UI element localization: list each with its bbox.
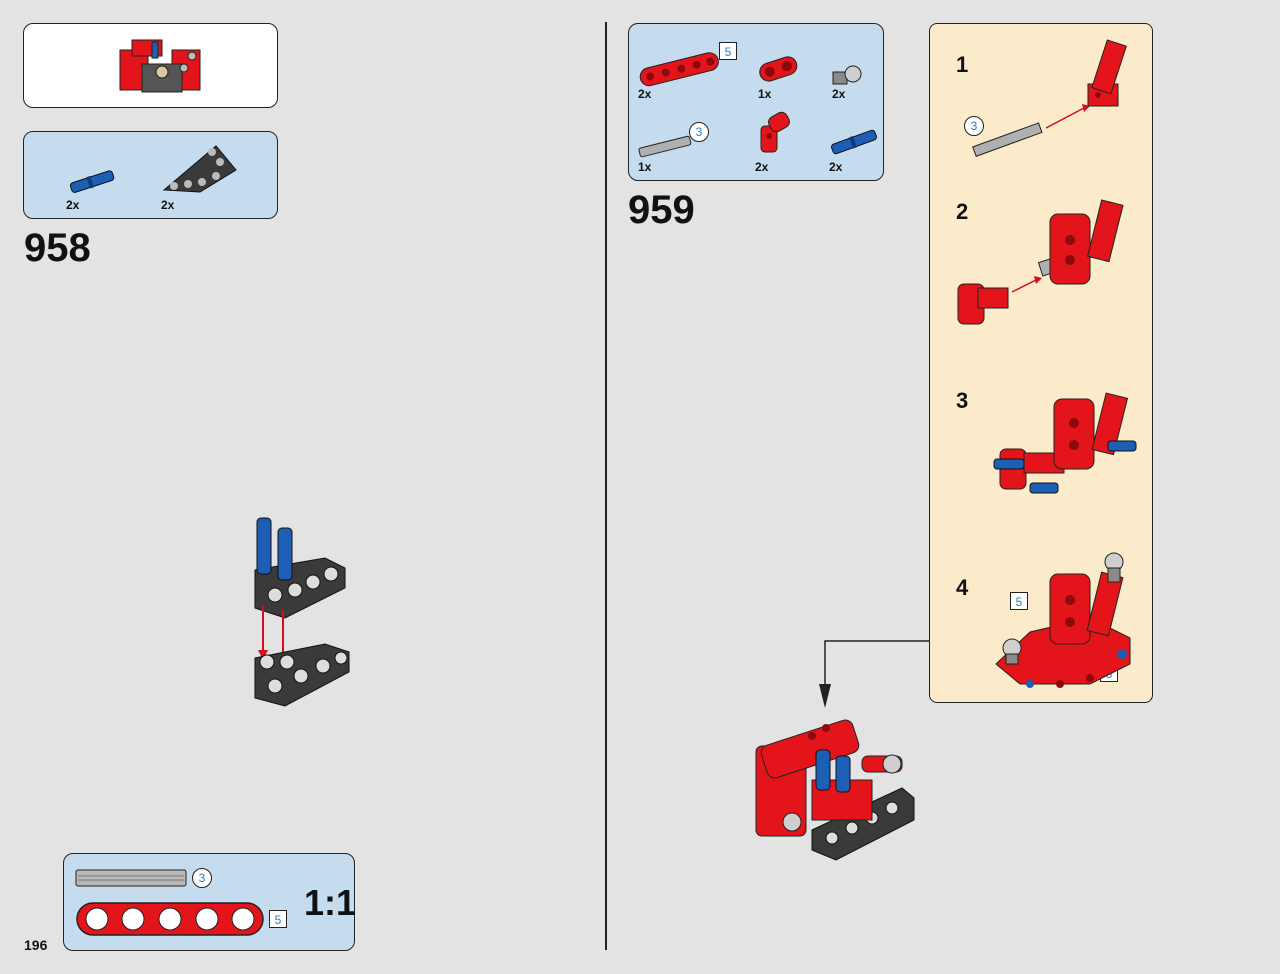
red-angle-connector-icon bbox=[760, 111, 790, 153]
sub-assembly-panel: 1 3 2 3 4 5 5 bbox=[929, 23, 1153, 703]
previous-assembly-image bbox=[119, 39, 201, 93]
step-959-parts-box: 5 2x 1x 2x 3 1x 2x 2x bbox=[628, 23, 884, 181]
substep-1-image bbox=[972, 39, 1127, 157]
part-qty: 2x bbox=[638, 87, 652, 101]
part-qty: 1x bbox=[638, 160, 652, 174]
part-qty: 2x bbox=[755, 160, 769, 174]
ball-joint-icon bbox=[832, 65, 862, 85]
substep-4-image bbox=[995, 552, 1131, 688]
step-958-build-image bbox=[254, 517, 350, 707]
scale-label: 1:1 bbox=[304, 882, 357, 923]
red-beam-icon bbox=[639, 52, 719, 87]
substep-number: 4 bbox=[956, 575, 969, 600]
step-number: 958 bbox=[24, 226, 91, 270]
part-qty: 2x bbox=[832, 87, 846, 101]
substep-3-image bbox=[993, 392, 1137, 494]
grey-axle-icon bbox=[638, 135, 692, 158]
step-959-build-image bbox=[755, 719, 915, 861]
substep-number: 1 bbox=[956, 52, 969, 77]
substep-number: 3 bbox=[956, 388, 969, 413]
beam-length-callout: 5 bbox=[719, 42, 737, 60]
part-qty: 2x bbox=[161, 198, 175, 212]
part-qty: 1x bbox=[758, 87, 772, 101]
triangle-liftarm-icon bbox=[162, 145, 237, 193]
red-connector-icon bbox=[759, 56, 798, 82]
blue-pin-icon bbox=[69, 170, 115, 193]
blue-pin-icon bbox=[831, 129, 877, 155]
part-qty: 2x bbox=[66, 198, 80, 212]
page-divider bbox=[605, 22, 607, 950]
grey-axle-icon bbox=[75, 869, 187, 887]
previous-assembly-box bbox=[23, 23, 278, 108]
scale-reference-box: 3 5 1:1 bbox=[63, 853, 357, 951]
beam-length-callout: 5 bbox=[269, 910, 287, 928]
step-958-parts-box: 2x 2x bbox=[23, 131, 278, 219]
page-number: 196 bbox=[24, 937, 48, 953]
axle-length-callout: 3 bbox=[689, 122, 709, 142]
callout-arrow bbox=[819, 640, 930, 708]
axle-length-callout: 3 bbox=[192, 868, 212, 888]
substep-number: 2 bbox=[956, 199, 969, 224]
substep-2-image bbox=[957, 199, 1124, 325]
red-beam-icon bbox=[76, 902, 264, 936]
beam-length-callout: 5 bbox=[1010, 592, 1028, 610]
axle-length-callout: 3 bbox=[964, 116, 984, 136]
part-qty: 2x bbox=[829, 160, 843, 174]
step-number: 959 bbox=[628, 188, 695, 232]
